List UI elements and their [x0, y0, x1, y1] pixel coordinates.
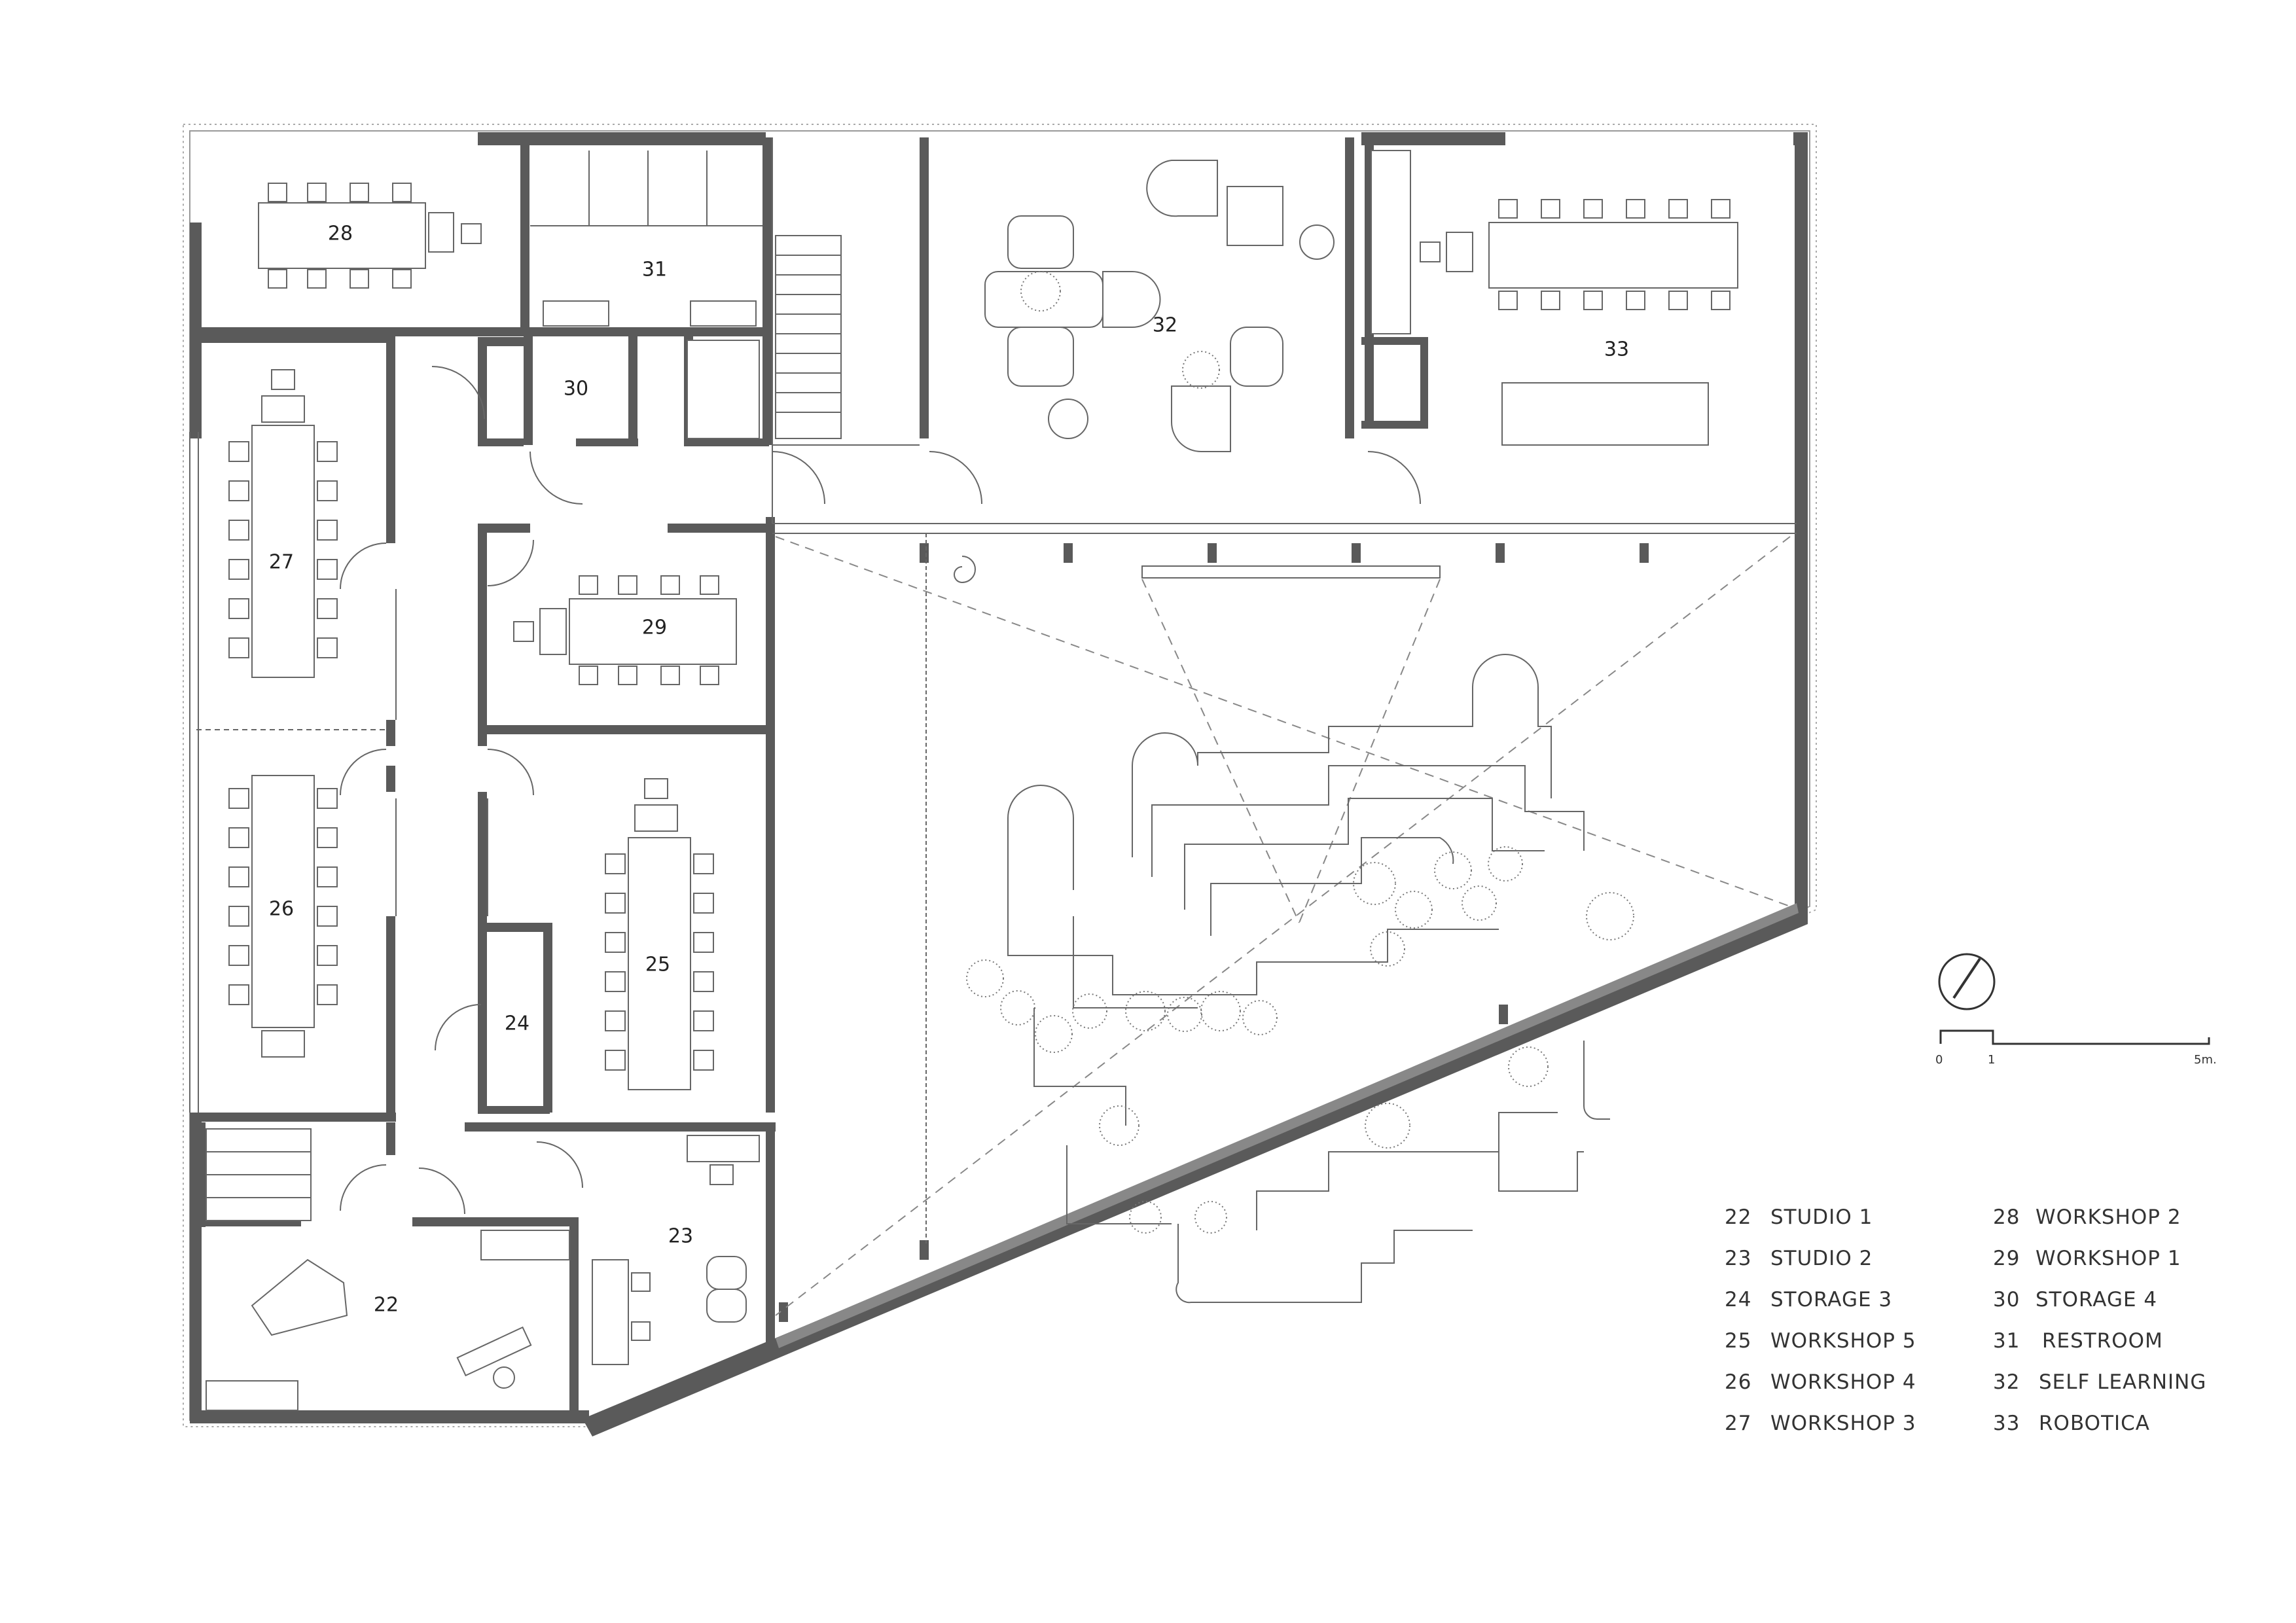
legend-num: 23	[1725, 1247, 1751, 1270]
legend-name: WORKSHOP 2	[2036, 1205, 2181, 1229]
legend-name: ROBOTICA	[2039, 1412, 2150, 1435]
room-number: 28	[328, 223, 353, 245]
furniture	[206, 150, 1738, 1411]
legend-num: 33	[1993, 1412, 2020, 1435]
legend-name: WORKSHOP 3	[1770, 1412, 1916, 1435]
legend-name: WORKSHOP 4	[1770, 1370, 1916, 1394]
room-number: 25	[645, 954, 670, 976]
amphitheater	[775, 536, 1791, 1316]
legend: 22 STUDIO 1 23 STUDIO 2 24 STORAGE 3 25 …	[1725, 1205, 2206, 1435]
legend-num: 26	[1725, 1370, 1751, 1394]
legend-num: 22	[1725, 1205, 1751, 1229]
legend-num: 27	[1725, 1412, 1751, 1435]
room-number: 23	[668, 1225, 693, 1248]
plants	[954, 271, 1634, 1234]
room-number: 30	[564, 378, 588, 401]
legend-num: 28	[1993, 1205, 2020, 1229]
legend-name: RESTROOM	[2042, 1329, 2163, 1353]
room-number: 29	[642, 616, 667, 639]
doors	[340, 366, 1421, 1215]
legend-name: STUDIO 2	[1770, 1247, 1873, 1270]
scale-label-1: 1	[1988, 1053, 1995, 1067]
legend-name: STUDIO 1	[1770, 1205, 1873, 1229]
legend-num: 30	[1993, 1288, 2020, 1311]
legend-name: SELF LEARNING	[2039, 1370, 2206, 1394]
room-number: 27	[269, 551, 294, 574]
legend-num: 25	[1725, 1329, 1751, 1353]
legend-name: WORKSHOP 1	[2036, 1247, 2181, 1270]
room-number: 24	[505, 1012, 529, 1035]
walls	[190, 132, 1808, 1436]
room-number: 22	[374, 1294, 399, 1317]
legend-name: STORAGE 4	[2036, 1288, 2157, 1311]
legend-num: 31	[1993, 1329, 2020, 1353]
room-numbers: 22 23 24 25 26 27 28 29 30 31 32 33	[269, 223, 1629, 1317]
legend-num: 24	[1725, 1288, 1751, 1311]
legend-name: WORKSHOP 5	[1770, 1329, 1916, 1353]
room-number: 31	[642, 259, 667, 281]
room-number: 32	[1153, 314, 1177, 337]
partitions	[189, 137, 1797, 1243]
room-number: 33	[1604, 338, 1629, 361]
scale-label-5: 5m.	[2194, 1053, 2217, 1067]
legend-num: 29	[1993, 1247, 2020, 1270]
north-arrow-icon	[1938, 953, 1996, 1010]
room-number: 26	[269, 898, 294, 921]
legend-num: 32	[1993, 1370, 2020, 1394]
legend-name: STORAGE 3	[1770, 1288, 1892, 1311]
scale-label-0: 0	[1935, 1053, 1943, 1067]
scale-bar: 0 1 5m.	[1935, 1029, 2217, 1067]
